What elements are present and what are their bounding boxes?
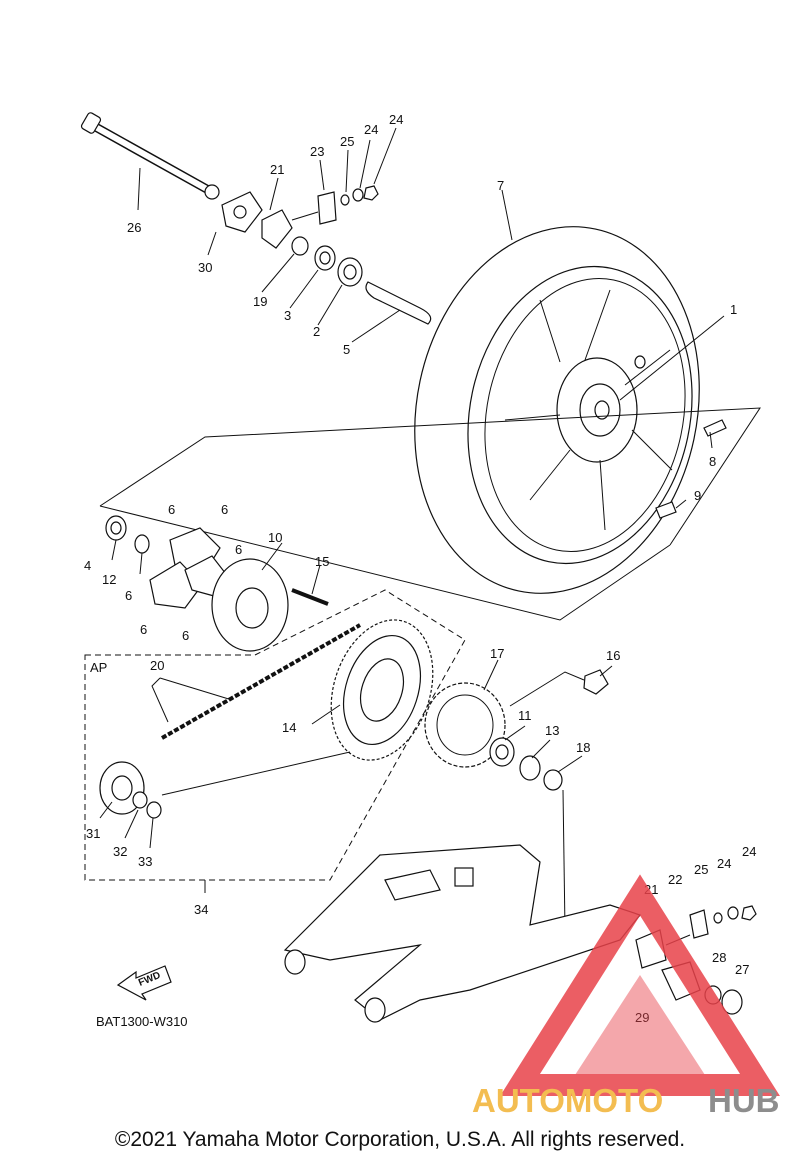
logo-text-hub: HUB — [708, 1082, 780, 1119]
drawing-code: BAT1300-W310 — [96, 1014, 188, 1029]
part-label: 2 — [313, 324, 320, 339]
valve-and-weight — [655, 419, 727, 519]
part-label: 12 — [102, 572, 116, 587]
brake-side-parts — [424, 669, 609, 931]
part-label: 6 — [125, 588, 132, 603]
part-label: 1 — [730, 302, 737, 317]
part-label: 20 — [150, 658, 164, 673]
part-label: 25 — [694, 862, 708, 877]
part-label: 32 — [113, 844, 127, 859]
part-label: 8 — [709, 454, 716, 469]
part-label: 17 — [490, 646, 504, 661]
axle-part — [80, 112, 220, 200]
part-label: 6 — [140, 622, 147, 637]
part-label: 30 — [198, 260, 212, 275]
part-label: 31 — [86, 826, 100, 841]
part-label: 27 — [735, 962, 749, 977]
part-label: 13 — [545, 723, 559, 738]
part-label: 14 — [282, 720, 296, 735]
sprocket-hub-part — [211, 558, 329, 652]
wheel-assembly — [414, 226, 700, 594]
upper-hub-parts — [221, 185, 432, 325]
part-label: 6 — [221, 502, 228, 517]
automotohub-logo: AUTOMOTO HUB — [472, 874, 780, 1119]
part-label: 6 — [182, 628, 189, 643]
part-number-labels: 1 2 3 4 5 6 6 6 6 6 6 7 8 9 10 11 12 13 … — [84, 112, 756, 1029]
part-label: 5 — [343, 342, 350, 357]
damper-parts — [105, 515, 227, 609]
part-label: 24 — [717, 856, 731, 871]
part-label: 11 — [518, 708, 532, 723]
part-label: 6 — [168, 502, 175, 517]
part-label: 34 — [194, 902, 208, 917]
part-label: 21 — [270, 162, 284, 177]
sprocket-part — [330, 619, 434, 761]
part-label: 10 — [268, 530, 282, 545]
part-label: 28 — [712, 950, 726, 965]
part-label: 7 — [497, 178, 504, 193]
part-label: 15 — [315, 554, 329, 569]
drive-chain — [99, 623, 361, 819]
copyright-footer: ©2021 Yamaha Motor Corporation, U.S.A. A… — [114, 1128, 686, 1151]
part-label: 22 — [668, 872, 682, 887]
part-label: 3 — [284, 308, 291, 323]
part-label: 24 — [389, 112, 403, 127]
part-label: 4 — [84, 558, 91, 573]
part-label: 19 — [253, 294, 267, 309]
part-label: 26 — [127, 220, 141, 235]
part-label: 9 — [694, 488, 701, 503]
logo-text-auto: AUTOMOTO — [472, 1082, 663, 1119]
ap-group-label: AP — [90, 660, 107, 675]
part-label: 29 — [635, 1010, 649, 1025]
leader-lines — [99, 127, 725, 893]
fwd-arrow-icon: FWD — [116, 965, 172, 1001]
part-label: 24 — [742, 844, 756, 859]
part-label: 24 — [364, 122, 378, 137]
part-label: 16 — [606, 648, 620, 663]
part-label: 18 — [576, 740, 590, 755]
part-label: 33 — [138, 854, 152, 869]
part-label: 25 — [340, 134, 354, 149]
part-label: 23 — [310, 144, 324, 159]
swingarm-part — [283, 844, 642, 1023]
part-label: 6 — [235, 542, 242, 557]
